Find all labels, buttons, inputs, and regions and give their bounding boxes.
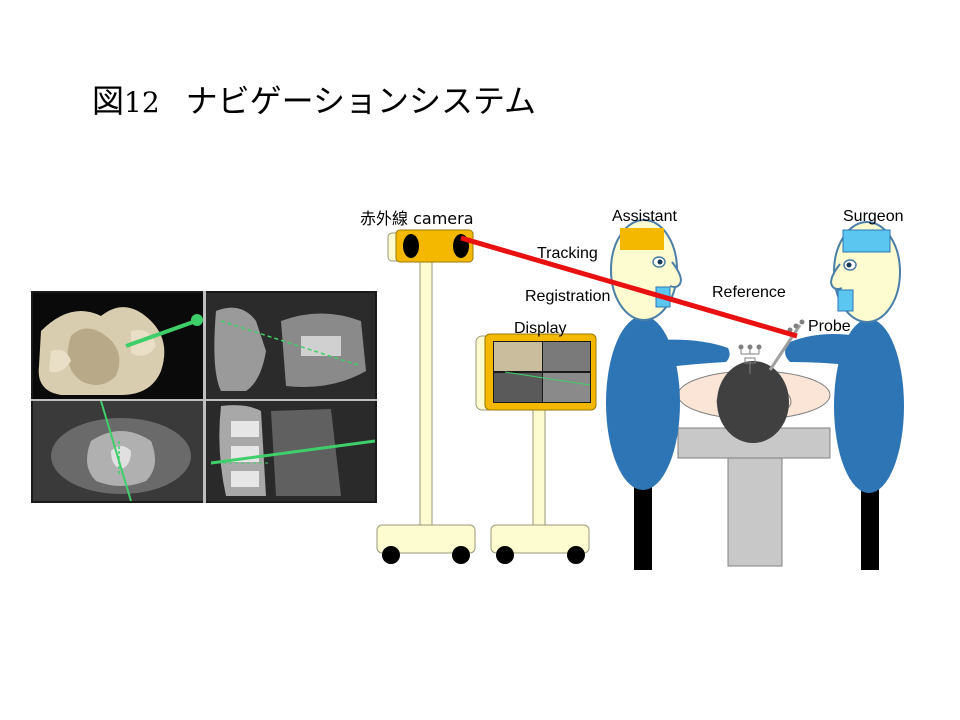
operating-table [677, 427, 831, 567]
title-text: ナビゲーションシステム [185, 82, 537, 120]
probe-tool [768, 319, 805, 371]
infrared-camera [376, 229, 476, 564]
slide-title: 図12 ナビゲーションシステム [92, 76, 536, 122]
display-label: Display [514, 320, 567, 337]
surgeon-label: Surgeon [843, 208, 904, 225]
tracking-label: Tracking [537, 245, 598, 262]
patient-figure [677, 361, 831, 443]
display-monitor [475, 333, 597, 564]
reference-label: Reference [712, 284, 786, 301]
assistant-figure [606, 219, 730, 570]
title-prefix: 図 [92, 82, 125, 120]
assistant-label: Assistant [612, 208, 677, 225]
camera-label-en: camera [413, 209, 474, 228]
probe-label: Probe [808, 318, 851, 335]
ct-navigation-screenshot [31, 291, 377, 503]
reference-marker [738, 344, 762, 374]
tracking-line [460, 235, 798, 339]
registration-label: Registration [525, 288, 611, 305]
camera-label-jp: 赤外線 [360, 209, 409, 228]
surgeon-figure [785, 221, 904, 570]
camera-label: 赤外線 camera [360, 205, 474, 229]
title-number: 12 [124, 86, 160, 119]
